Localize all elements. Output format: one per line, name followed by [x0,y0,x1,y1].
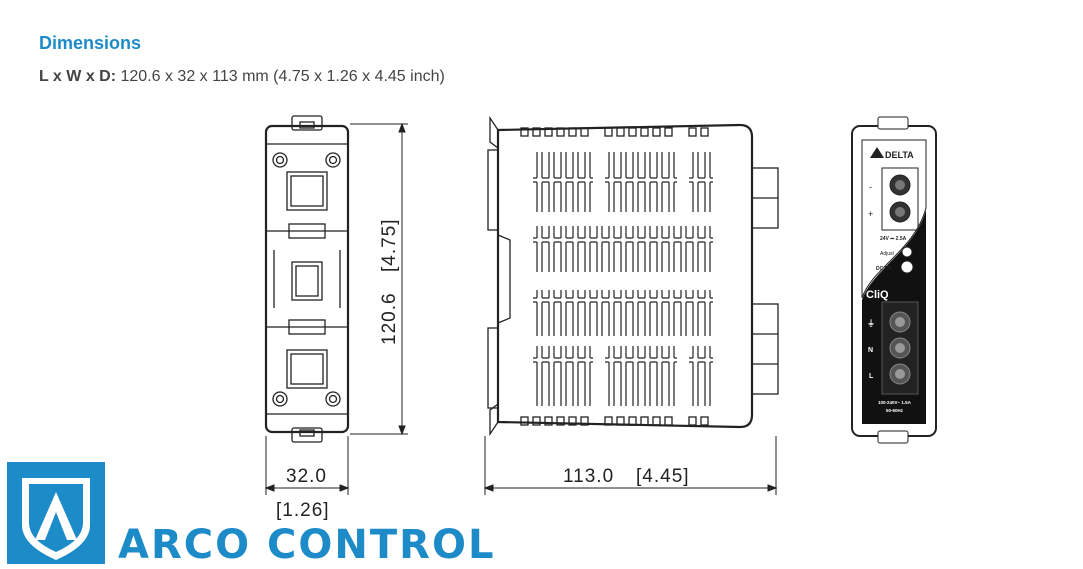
adjust-label: Adjust [880,251,895,257]
input-rating-1: 100-240V~ 1.5A [878,400,912,405]
height-dimension [350,122,408,436]
line-label: L [869,373,874,380]
dimensions-label: L x W x D: [39,68,117,85]
arco-control-logo [7,462,105,564]
neutral-label: N [868,347,873,354]
height-in-label: [4.75] [379,218,400,272]
depth-in-label: [4.45] [636,466,690,487]
vent-slots [533,152,713,406]
width-in-label: [1.26] [276,500,330,521]
depth-dimension [483,436,778,495]
output-rating-label: 24V ⎓ 2.5A [880,236,907,242]
side-view [487,115,779,437]
series-label: CliQ [866,289,889,301]
face-panel: DELTA - + 24V ⎓ 2.5A Adjust DC OK CliQ ⏚… [851,116,937,444]
logo-text: ARCO CONTROL [118,522,496,568]
depth-mm-label: 113.0 [563,466,614,487]
width-mm-label: 32.0 [286,466,327,487]
dimensions-line: L x W x D: 120.6 x 32 x 113 mm (4.75 x 1… [39,68,445,86]
dimensions-value: 120.6 x 32 x 113 mm (4.75 x 1.26 x 4.45 … [120,68,445,85]
input-rating-2: 50-60Hz [886,408,904,413]
front-view [264,115,350,443]
section-title: Dimensions [39,33,142,53]
dc-ok-label: DC OK [876,266,893,272]
width-dimension [264,436,350,495]
brand-label: DELTA [885,150,914,160]
ground-icon: ⏚ [867,319,875,328]
plus-label: + [868,209,873,219]
minus-label: - [869,182,872,192]
height-mm-label: 120.6 [379,292,400,345]
